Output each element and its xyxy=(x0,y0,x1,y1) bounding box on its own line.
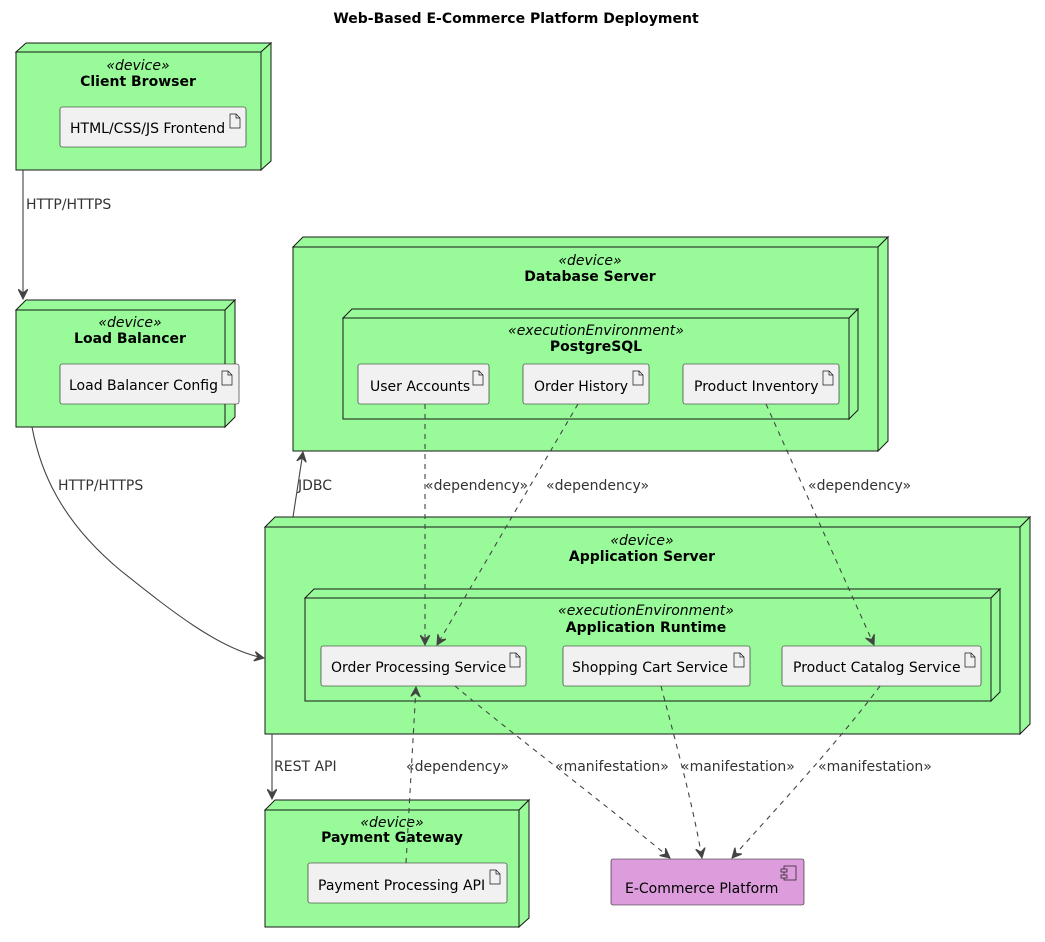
artifact-label: HTML/CSS/JS Frontend xyxy=(70,121,225,137)
client-browser-name: Client Browser xyxy=(80,74,196,90)
artifact-label: Payment Processing API xyxy=(318,878,485,894)
node-load-balancer[interactable]: «device» Load Balancer Load Balancer Con… xyxy=(14,298,240,429)
edge-label: «dependency» xyxy=(546,478,649,494)
edge-app-to-payment: REST API xyxy=(272,734,337,799)
artifact-html-css-js-frontend[interactable]: HTML/CSS/JS Frontend xyxy=(59,106,247,148)
artifact-label: Shopping Cart Service xyxy=(572,660,728,676)
edge-order-manifestation: «manifestation» xyxy=(454,685,670,858)
artifact-icon xyxy=(632,370,644,386)
artifact-label: Product Catalog Service xyxy=(793,660,961,676)
artifact-label: Order History xyxy=(534,379,628,395)
postgresql-stereotype: «executionEnvironment» xyxy=(508,323,684,339)
load-balancer-name: Load Balancer xyxy=(74,331,186,347)
payment-gateway-name: Payment Gateway xyxy=(321,830,463,846)
node-application-server[interactable]: «device» Application Server «executionEn… xyxy=(263,515,1032,736)
artifact-user-accounts[interactable]: User Accounts xyxy=(357,363,490,405)
application-server-name: Application Server xyxy=(569,549,715,565)
artifact-icon xyxy=(221,370,233,386)
artifact-icon xyxy=(489,869,501,885)
env-postgresql[interactable]: «executionEnvironment» PostgreSQL User A… xyxy=(341,307,860,421)
component-icon xyxy=(780,865,797,881)
edge-label: HTTP/HTTPS xyxy=(26,197,111,213)
artifact-icon xyxy=(509,652,521,668)
edge-order-history-dependency: «dependency» xyxy=(437,403,649,645)
artifact-order-history[interactable]: Order History xyxy=(522,363,650,405)
edge-lb-to-app: HTTP/HTTPS xyxy=(31,426,264,658)
artifact-label: User Accounts xyxy=(370,379,470,395)
artifact-icon xyxy=(822,370,834,386)
edge-product-inventory-dependency: «dependency» xyxy=(765,403,911,645)
artifact-label: Load Balancer Config xyxy=(69,378,218,394)
application-runtime-stereotype: «executionEnvironment» xyxy=(558,603,734,619)
artifact-product-inventory[interactable]: Product Inventory xyxy=(682,363,840,405)
edge-app-to-db: JDBC xyxy=(292,452,332,518)
edge-user-accounts-dependency: «dependency» xyxy=(425,404,528,645)
artifact-product-catalog-service[interactable]: Product Catalog Service xyxy=(781,645,982,687)
edge-label: HTTP/HTTPS xyxy=(58,478,143,494)
edge-label: «dependency» xyxy=(406,759,509,775)
diagram-title: Web-Based E-Commerce Platform Deployment xyxy=(333,11,699,27)
edge-cart-manifestation: «manifestation» xyxy=(660,685,795,858)
edge-catalog-manifestation: «manifestation» xyxy=(732,685,932,858)
component-ecommerce-platform[interactable]: E-Commerce Platform xyxy=(610,858,805,906)
edge-label: «dependency» xyxy=(808,478,911,494)
artifact-load-balancer-config[interactable]: Load Balancer Config xyxy=(59,363,240,405)
node-payment-gateway[interactable]: «device» Payment Gateway Payment Process… xyxy=(263,798,531,929)
artifact-order-processing-service[interactable]: Order Processing Service xyxy=(320,645,527,687)
component-label: E-Commerce Platform xyxy=(625,881,778,897)
edge-label: REST API xyxy=(274,759,337,775)
payment-gateway-stereotype: «device» xyxy=(360,815,423,831)
env-application-runtime[interactable]: «executionEnvironment» Application Runti… xyxy=(303,587,1002,703)
client-browser-stereotype: «device» xyxy=(106,58,169,74)
edge-label: «manifestation» xyxy=(681,759,795,775)
artifact-payment-processing-api[interactable]: Payment Processing API xyxy=(307,862,508,904)
edge-label: JDBC xyxy=(297,478,332,494)
application-runtime-name: Application Runtime xyxy=(566,620,726,636)
application-server-stereotype: «device» xyxy=(610,533,673,549)
edge-label: «manifestation» xyxy=(818,759,932,775)
database-server-stereotype: «device» xyxy=(558,253,621,269)
artifact-icon xyxy=(229,113,241,129)
postgresql-name: PostgreSQL xyxy=(550,339,642,355)
edge-label: «manifestation» xyxy=(555,759,669,775)
artifact-label: Product Inventory xyxy=(694,379,818,395)
artifact-shopping-cart-service[interactable]: Shopping Cart Service xyxy=(562,645,751,687)
edge-label: «dependency» xyxy=(425,478,528,494)
node-client-browser[interactable]: «device» Client Browser HTML/CSS/JS Fron… xyxy=(14,41,273,172)
artifact-icon xyxy=(472,370,484,386)
load-balancer-stereotype: «device» xyxy=(98,315,161,331)
database-server-name: Database Server xyxy=(524,269,655,285)
artifact-icon xyxy=(964,652,976,668)
artifact-label: Order Processing Service xyxy=(331,660,506,676)
artifact-icon xyxy=(733,652,745,668)
edge-browser-to-lb: HTTP/HTTPS xyxy=(23,170,111,299)
node-database-server[interactable]: «device» Database Server «executionEnvir… xyxy=(291,235,890,453)
edge-payment-dependency: «dependency» xyxy=(405,687,509,864)
